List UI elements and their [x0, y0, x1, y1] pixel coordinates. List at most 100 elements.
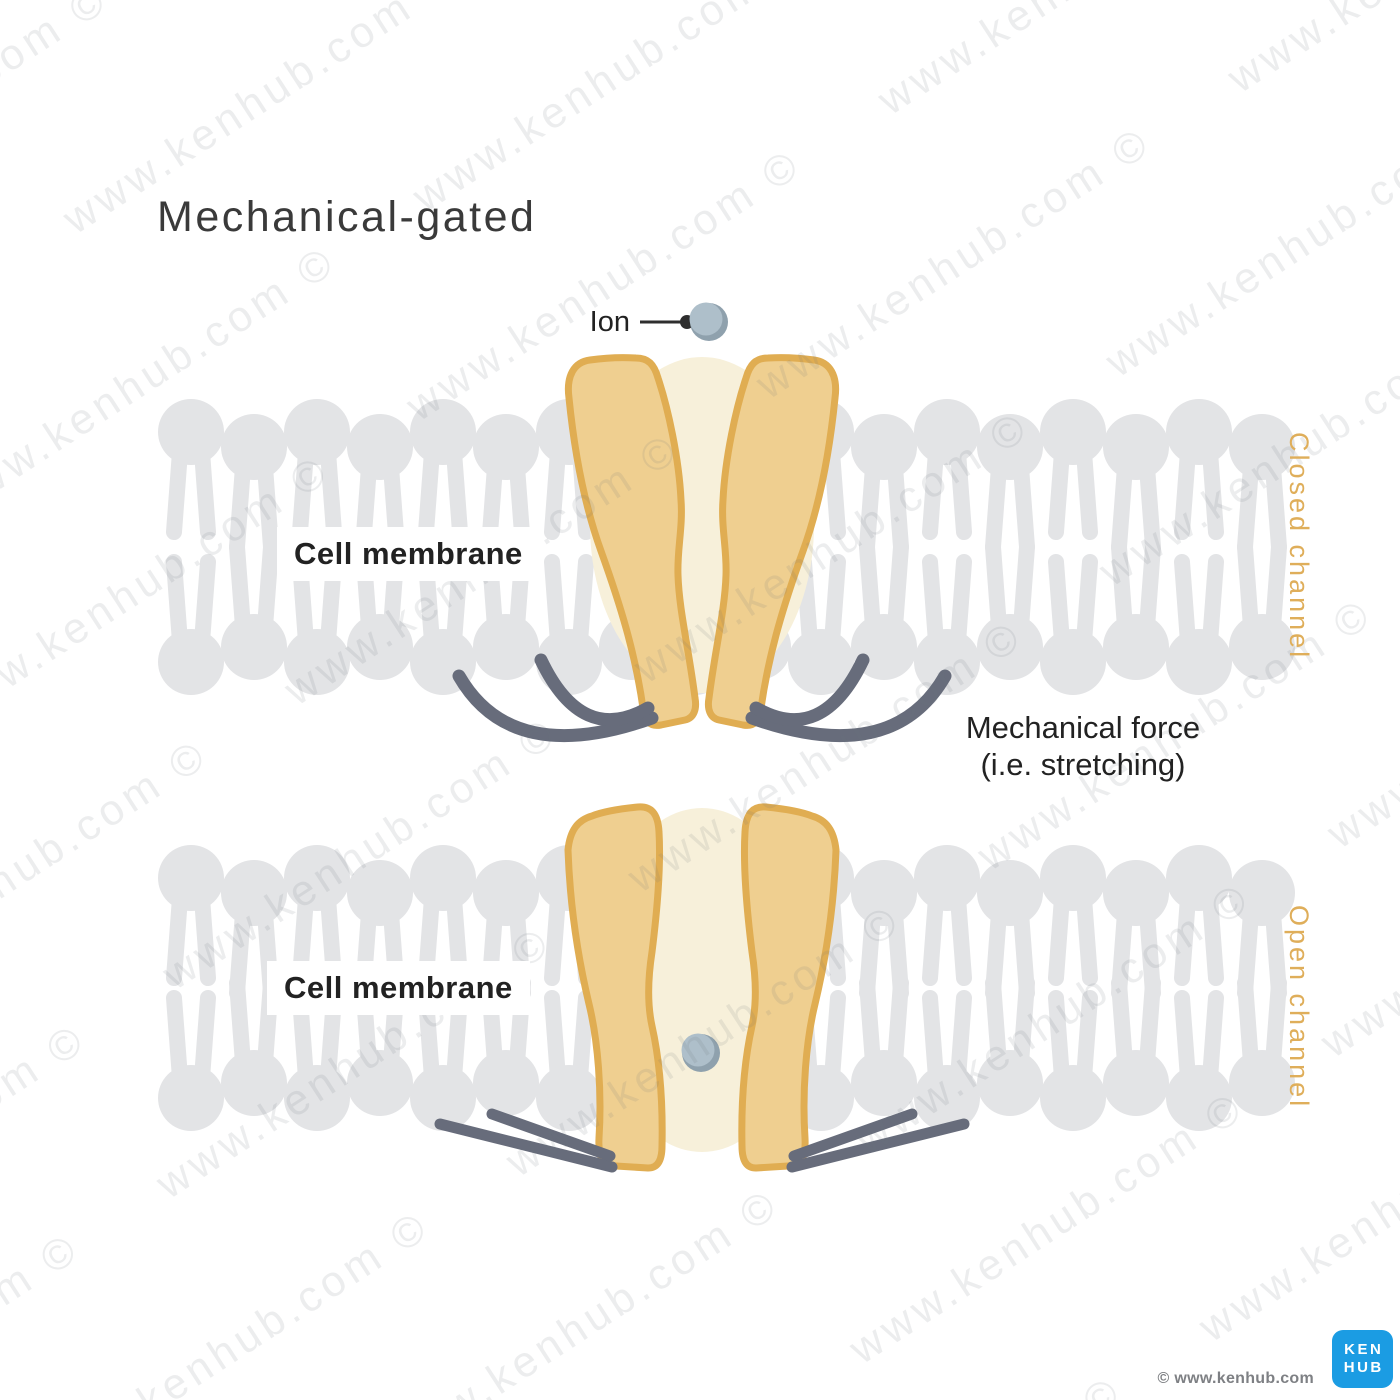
phospholipid-tail [922, 444, 944, 540]
phospholipid-head [473, 860, 539, 926]
phospholipid-head [347, 860, 413, 926]
phospholipid-tail [572, 554, 594, 650]
phospholipid-tail [194, 990, 216, 1086]
page-title: Mechanical-gated [157, 193, 537, 241]
phospholipid-head [1229, 614, 1295, 680]
ion-label: Ion [589, 306, 630, 338]
phospholipid-head [410, 1065, 476, 1131]
channel-subunit [564, 354, 700, 729]
phospholipid-tail [1013, 539, 1035, 635]
phospholipid-head [473, 1050, 539, 1116]
ion-in-pore-highlight [681, 1033, 715, 1067]
phospholipid-tail [1111, 459, 1133, 555]
phospholipid-head [977, 614, 1043, 680]
phospholipid-head [347, 414, 413, 480]
phospholipid-tail [950, 444, 972, 540]
phospholipid-head [914, 845, 980, 911]
phospholipid-tail [1202, 444, 1224, 540]
phospholipid-head [1103, 414, 1169, 480]
phospholipid-head [1040, 845, 1106, 911]
phospholipid-tail [1174, 444, 1196, 540]
phospholipid-tail [1202, 554, 1224, 650]
phospholipid-tail [1174, 890, 1196, 986]
phospholipid-tail [1265, 459, 1287, 555]
phospholipid-tail [1076, 444, 1098, 540]
phospholipid-head [1166, 399, 1232, 465]
phospholipid-tail [859, 459, 881, 555]
phospholipid-head [347, 1050, 413, 1116]
phospholipid-head [1040, 629, 1106, 695]
phospholipid-tail [1139, 539, 1161, 635]
phospholipid-head [221, 414, 287, 480]
phospholipid-head [410, 399, 476, 465]
closed-channel-protein [452, 354, 945, 743]
phospholipid-tail [950, 554, 972, 650]
phospholipid-tail [544, 990, 566, 1086]
phospholipid-head [284, 845, 350, 911]
phospholipid-tail [1237, 539, 1259, 635]
phospholipid-head [284, 1065, 350, 1131]
phospholipid-tail [985, 975, 1007, 1071]
mechanical-force-label: Mechanical force (i.e. stretching) [948, 709, 1218, 783]
phospholipid-tail [887, 459, 909, 555]
phospholipid-head [158, 399, 224, 465]
phospholipid-head [221, 614, 287, 680]
phospholipid-head [158, 629, 224, 695]
phospholipid-tail [1139, 975, 1161, 1071]
phospholipid-tail [166, 990, 188, 1086]
tether-filaments-closed [452, 653, 659, 743]
phospholipid-tail [446, 444, 468, 540]
phospholipid-head [1103, 1050, 1169, 1116]
mechanical-force-line1: Mechanical force [965, 710, 1201, 745]
tether-filaments-stretched [434, 1108, 618, 1173]
phospholipid-head [1103, 860, 1169, 926]
phospholipid-tail [859, 539, 881, 635]
phospholipid-tail [1265, 539, 1287, 635]
phospholipid-tail [1111, 975, 1133, 1071]
phospholipid-head [158, 845, 224, 911]
phospholipid-head [1229, 860, 1295, 926]
phospholipid-head [221, 860, 287, 926]
kenhub-logo-line2: HUB [1343, 1359, 1384, 1376]
phospholipid-tail [824, 554, 846, 650]
phospholipid-tail [257, 539, 279, 635]
phospholipid-head [977, 414, 1043, 480]
phospholipid-head [914, 399, 980, 465]
phospholipid-head [914, 1065, 980, 1131]
phospholipid-tail [194, 554, 216, 650]
phospholipid-tail [229, 539, 251, 635]
phospholipid-head [1040, 1065, 1106, 1131]
phospholipid-head [1229, 1050, 1295, 1116]
phospholipid-tail [985, 539, 1007, 635]
closed-channel-side-label: Closed channel [1284, 432, 1314, 661]
phospholipid-head [284, 399, 350, 465]
phospholipid-tail [887, 539, 909, 635]
phospholipid-tail [1265, 975, 1287, 1071]
phospholipid-tail [544, 444, 566, 540]
phospholipid-tail [292, 444, 314, 540]
kenhub-logo-line1: KEN [1344, 1341, 1384, 1358]
phospholipid-tail [985, 459, 1007, 555]
phospholipid-tail [1237, 459, 1259, 555]
phospholipid-tail [166, 890, 188, 986]
ion-above-closed-channel [640, 302, 728, 341]
phospholipid-tail [950, 890, 972, 986]
phospholipid-head [473, 614, 539, 680]
phospholipid-tail [194, 890, 216, 986]
phospholipid-tail [1013, 459, 1035, 555]
phospholipid-head [851, 1050, 917, 1116]
phospholipid-tail [887, 975, 909, 1071]
phospholipid-head [536, 1065, 602, 1131]
phospholipid-tail [1048, 890, 1070, 986]
cell-membrane-label-closed: Cell membrane [277, 527, 540, 581]
phospholipid-tail [1076, 554, 1098, 650]
phospholipid-tail [1048, 554, 1070, 650]
phospholipid-tail [194, 444, 216, 540]
phospholipid-tail [1111, 539, 1133, 635]
phospholipid-tail [1048, 444, 1070, 540]
kenhub-logo: KEN HUB [1332, 1330, 1393, 1388]
ion-icon-highlight [689, 302, 723, 336]
phospholipid-head [851, 860, 917, 926]
phospholipid-head [914, 629, 980, 695]
